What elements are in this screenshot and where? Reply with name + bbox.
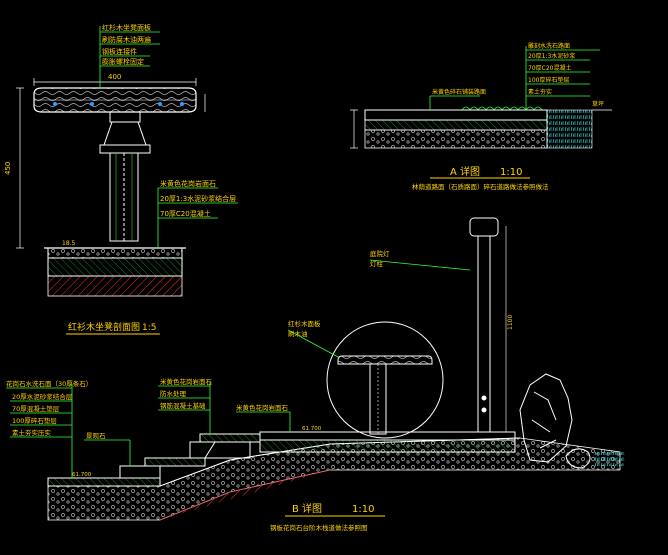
detail-a-note-2: 20厚1:3水泥砂浆 [528,52,575,60]
detail-a-scale: 1:10 [500,167,522,178]
detail-b-left-note-2: 20厚水泥砂浆结合层 [12,392,73,401]
detail-b-mid-note-3: 钢筋混凝土基础 [160,401,206,410]
detail-a-subtitle: 林荫道路面（石质路面）碎石道路做法参照做法 [412,182,549,191]
detail-b-scale: 1:10 [352,504,374,515]
detail-a-note-4: 100厚碎石垫层 [528,76,569,84]
detail-b-lamp-circle [326,321,444,439]
detail-b-mid-note-1: 米黄色花岗岩面石 [160,377,213,386]
detail-a-note-3: 70厚C20混凝土 [528,64,571,72]
detail-b-lamp-note-2: 刷木油 [288,329,308,338]
detail-b-lamp-note-1: 红杉木面板 [288,319,321,328]
detail-a-leaders [429,46,600,110]
seat-bracket [99,111,151,154]
detail-b-stone-note: 景观石 [86,432,106,440]
detail-b-drawing: 花岗石水洗石面（30厚条石） 20厚水泥砂浆结合层 70厚混凝土垫层 100厚碎… [6,217,625,532]
detail-b-left-note-5: 素土夯实压实 [12,428,52,437]
detail-b-step-note: 米黄色花岗岩面石 [236,403,289,412]
detail-b-pole-note-1: 庭院灯 [370,249,390,258]
seat-note-4: 膨胀螺栓固定 [102,57,144,66]
detail-a-note-1: 雕刻水洗石路面 [528,42,570,50]
detail-b-left-note-3: 70厚混凝土垫层 [12,404,60,413]
seat-leader-lines [99,26,238,248]
detail-b-dim-pole: 1100 [507,315,514,330]
detail-b-subtitle: 钢板花岗石台阶木栈道做法参照图 [270,523,368,532]
seat-dimension-lines [16,78,206,249]
detail-b-landscape-rock [519,373,591,469]
seat-dim-height-value: 450 [4,162,12,175]
seat-note-2: 刷防腐木油两遍 [102,35,151,44]
detail-a-surface [364,106,612,149]
seat-dim-top-value: 400 [108,73,121,81]
detail-a-dimension [350,109,358,149]
detail-a-left-note: 米黄色碎石铺装路面 [432,88,486,96]
seat-top-plank [33,87,197,113]
seat-post [109,152,139,242]
detail-b-left-note-4: 100厚碎石垫层 [12,416,57,425]
seat-detail-title: 红衫木坐凳剖面图 [68,321,140,333]
detail-b-left-note-1: 花岗石水洗石面（30厚条石） [6,379,92,388]
seat-bolt-marks [53,102,184,106]
seat-detail-drawing: 400 450 18.5 红杉木坐凳面板 刷防腐木油两遍 钢板连接件 膨胀螺栓固… [4,23,238,335]
detail-b-dim-right: 61.700 [302,426,322,432]
detail-a-drawing: 雕刻水洗石路面 20厚1:3水泥砂浆 70厚C20混凝土 100厚碎石垫层 素土… [350,42,612,191]
detail-b-lamp-pole [469,217,507,433]
detail-a-note-5: 素土夯实 [528,88,552,96]
detail-b-pole-note-2: 灯柱 [370,259,384,268]
seat-note-1: 红杉木坐凳面板 [102,23,151,32]
seat-base-note-1: 米黄色花岗岩面石 [160,179,216,188]
detail-b-grass-edge [595,452,625,466]
detail-a-title: A 详图 [450,165,480,178]
detail-b-steps [47,433,261,487]
detail-b-title: B 详图 [292,502,322,515]
detail-b-mid-note-2: 防水处理 [160,389,187,398]
detail-a-grass-label: 草坪 [592,100,604,108]
detail-b-platform [259,431,516,453]
seat-base-layers [44,247,186,297]
detail-b-dim-left: 61.700 [72,472,92,478]
detail-b-leaders [6,259,471,478]
seat-dim-base-value: 18.5 [62,240,76,247]
seat-base-note-2: 20厚1:3水泥砂浆结合层 [160,194,236,203]
seat-note-3: 钢板连接件 [102,47,137,56]
seat-detail-scale: 1:5 [142,323,156,333]
seat-base-note-3: 70厚C20混凝土 [160,209,211,218]
